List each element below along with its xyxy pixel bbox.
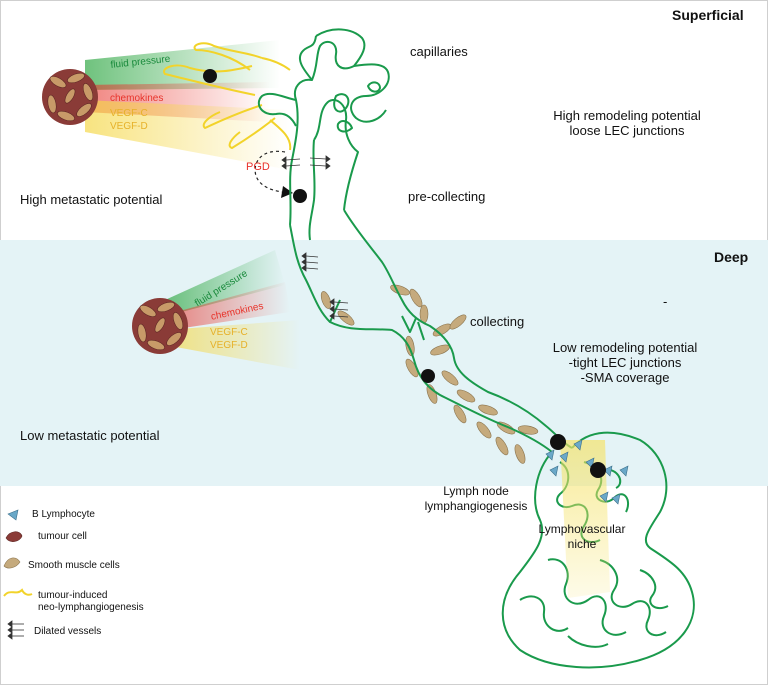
superficial-vegf-c-label: VEGF-C [110, 108, 148, 119]
legend-b-lymphocyte-label: B Lymphocyte [32, 509, 95, 520]
deep-zone-band [0, 240, 768, 486]
superficial-remodeling-text: High remodeling potential loose LEC junc… [532, 108, 722, 138]
deep-tumour [132, 298, 188, 354]
b-lymphocytes [545, 439, 629, 505]
legend-neo-line2: neo-lymphangiogenesis [38, 602, 144, 613]
metastatic-cells [203, 69, 606, 478]
lymph-node-label: Lymph node lymphangiogenesis [420, 484, 532, 514]
deep-zone-title: Deep [714, 249, 749, 265]
lymph-node-line1: Lymph node [443, 484, 509, 498]
legend-tumour-cell-label: tumour cell [38, 531, 87, 542]
deep-line2: -tight LEC junctions [568, 355, 682, 370]
superficial-tumour [42, 69, 98, 125]
legend-tumour-cell-icon [5, 531, 23, 542]
legend-smooth-muscle-icon [3, 557, 21, 569]
deep-vegf-d-label: VEGF-D [210, 340, 248, 351]
deep-line1: Low remodeling potential [552, 340, 698, 355]
collecting-label: collecting [470, 314, 525, 329]
legend-neo-line1: tumour-induced [38, 590, 108, 601]
capillaries-label: capillaries [410, 44, 468, 59]
deep-remodeling-text: Low remodeling potential -tight LEC junc… [540, 340, 710, 385]
superficial-zone-title: Superficial [672, 7, 744, 23]
neo-lymphangiogenesis-sprouts [163, 42, 292, 151]
low-metastatic-label: Low metastatic potential [20, 428, 160, 443]
deep-vegf-c-label: VEGF-C [210, 327, 248, 338]
superficial-vegf-d-label: VEGF-D [110, 121, 148, 132]
pre-collecting-label: pre-collecting [408, 189, 486, 204]
niche-line2: niche [567, 537, 597, 551]
superficial-line2: loose LEC junctions [569, 123, 685, 138]
legend-dilated-label: Dilated vessels [34, 626, 102, 637]
lymphovascular-niche [560, 440, 610, 598]
legend-neo-lymph-label: tumour-induced neo-lymphangiogenesis [38, 590, 144, 614]
superficial-line1: High remodeling potential [553, 108, 701, 123]
legend-neo-lymph-icon [3, 588, 33, 597]
deep-line3: -SMA coverage [580, 370, 670, 385]
deep-dash: - [663, 294, 668, 309]
legend-dilated-icon [7, 620, 24, 640]
niche-line1: Lymphovascular [538, 522, 626, 536]
lymph-node-line2: lymphangiogenesis [424, 499, 528, 513]
pgd-arrow [254, 150, 293, 198]
legend-b-lymphocyte-icon [7, 509, 19, 521]
deep-factor-cones [165, 250, 300, 370]
dilated-vessel-arrows [281, 155, 349, 320]
legend-symbols [3, 509, 33, 640]
high-metastatic-label: High metastatic potential [20, 192, 163, 207]
legend-smooth-muscle-label: Smooth muscle cells [28, 560, 120, 571]
niche-label: Lymphovascular niche [532, 522, 632, 552]
pgd-label: PGD [246, 161, 270, 173]
superficial-chemokines-label: chemokines [110, 93, 164, 104]
